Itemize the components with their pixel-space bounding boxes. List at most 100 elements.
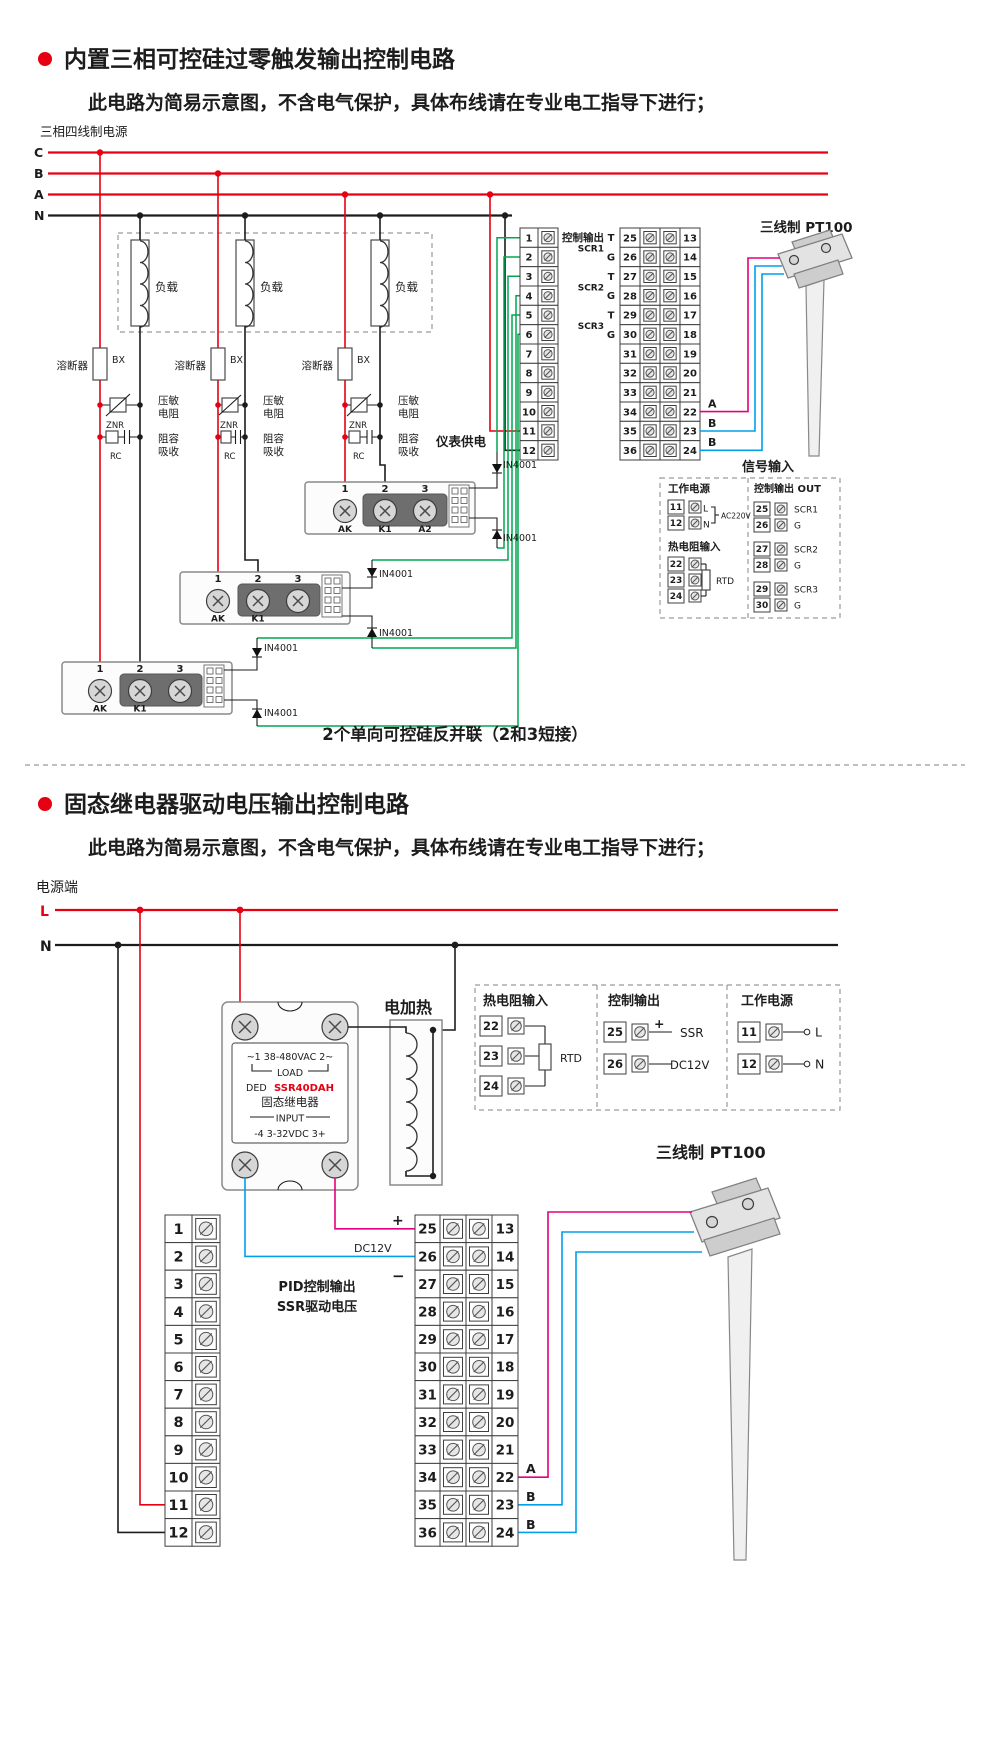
scr-module-1: 1 2 3 AK K1 A2: [304, 481, 476, 535]
meter-supply-label: 仪表供电: [435, 434, 487, 449]
scr-pin-number: 2: [382, 484, 389, 495]
diode-label: IN4001: [264, 643, 298, 654]
terminal-cell: [414, 1297, 441, 1326]
plus-label: +: [392, 1213, 404, 1229]
pt100-probe-top: 三线制 PT100 A B B 信号输入: [700, 219, 853, 475]
legend-terminal-cell: [479, 1015, 503, 1037]
load-dashed-box: [117, 232, 433, 333]
terminal-number: 33: [623, 388, 637, 399]
terminal-cell: [164, 1352, 193, 1382]
rtd-resistor-icon: [538, 1043, 552, 1071]
terminal-number: 8: [526, 369, 533, 380]
scr3-legend-label: SCR3: [794, 586, 818, 596]
g-label: G: [607, 291, 615, 302]
terminal-number: 1: [526, 233, 533, 244]
fuse-label: 溶断器: [175, 359, 207, 372]
legend-terminal-cell: [667, 556, 685, 572]
terminal-number: 22: [496, 1470, 515, 1486]
load-coil-3: [370, 239, 390, 327]
scr-pin-number: 1: [97, 664, 104, 675]
g-label: G: [607, 253, 615, 264]
diode-icon: [492, 464, 502, 473]
rtd-resistor-icon: [701, 569, 711, 591]
ssr-brand: DED: [246, 1083, 267, 1094]
g-legend-label: G: [794, 562, 801, 572]
sensor-wire-label-a: A: [526, 1461, 536, 1476]
terminal-number: 15: [496, 1277, 515, 1293]
legend-terminal-number: 25: [607, 1025, 623, 1039]
terminal-number: 5: [173, 1332, 183, 1348]
legend-terminal-cell: [479, 1045, 503, 1067]
legend-terminal-number: 26: [607, 1057, 623, 1071]
terminal-number: 7: [173, 1388, 183, 1404]
diode-icon: [252, 709, 262, 718]
dc-plus-wire: [334, 1178, 415, 1230]
terminal-number: 31: [418, 1387, 437, 1403]
scr3-label: SCR3: [578, 322, 604, 332]
terminal-number: 8: [173, 1415, 183, 1431]
legend-box-2: 热电阻输入 RTD 控制输出 + SSR DC12V 工作电源 L N 2223…: [474, 984, 841, 1111]
load-group: 负载 负载 负载: [117, 232, 433, 333]
terminal-number: 6: [173, 1360, 183, 1376]
phase-label-n: N: [34, 208, 44, 223]
terminal-number: 7: [526, 349, 533, 360]
legend-terminal-cell: [667, 515, 685, 531]
terminal-number: 25: [623, 233, 637, 244]
control-out-title: 控制输出: [608, 993, 660, 1009]
terminal-number: 28: [623, 291, 637, 302]
rc-label: 吸收: [263, 445, 284, 458]
dc-minus-wire: [244, 1178, 415, 1258]
terminal-number: 14: [683, 253, 697, 264]
section1-header: 内置三相可控硅过零触发输出控制电路 此电路为简易示意图，不含电气保护，具体布线请…: [38, 46, 715, 139]
varistor-label: 电阻: [158, 407, 179, 420]
scr-pin-label: K1: [378, 525, 391, 535]
l-label: L: [703, 505, 708, 515]
terminal-number: 27: [623, 272, 637, 283]
sensor-wire-label-b2: B: [708, 436, 716, 449]
terminal-cell: [164, 1462, 193, 1492]
sensor-wire-b2: [700, 273, 784, 452]
scr2-legend-label: SCR2: [794, 546, 818, 556]
strip-right-top: 2526272829303132333435361314151617181920…: [619, 227, 701, 461]
pt100-probe-bottom: 三线制 PT100 A B B: [518, 1143, 781, 1561]
sensor-wire-b2: [518, 1251, 702, 1534]
rc-label: 吸收: [158, 445, 179, 458]
heater: 电加热: [348, 998, 443, 1186]
sensor-wire-a: [518, 1211, 692, 1478]
section1-subtitle: 此电路为简易示意图，不含电气保护，具体布线请在专业电工指导下进行；: [88, 91, 715, 114]
section1-title: 内置三相可控硅过零触发输出控制电路: [64, 46, 456, 73]
control-output-labels: 控制输出 T SCR1 G T SCR2 G T SCR3 G: [562, 231, 615, 341]
rc-label: 吸收: [398, 445, 419, 458]
terminal-number: 13: [683, 233, 697, 244]
control-wires: [257, 236, 520, 727]
rc-model-label: RC: [224, 452, 235, 462]
scr-pin-number: 2: [137, 664, 144, 675]
ssr-load-label: LOAD: [277, 1068, 303, 1079]
legend-terminal-number: 22: [483, 1019, 499, 1033]
rtd-input-title: 热电阻输入: [668, 540, 721, 553]
terminal-cell: [491, 1352, 519, 1382]
terminal-number: 3: [526, 272, 533, 283]
fuse-model-label: BX: [357, 355, 371, 366]
terminal-number: 1: [173, 1222, 183, 1238]
load-label: 负载: [260, 280, 283, 294]
varistor-label: 电阻: [398, 407, 419, 420]
legend-terminal-number: 30: [756, 601, 769, 611]
ssr-output-wires: + DC12V − PID控制输出 SSR驱动电压: [244, 1178, 415, 1315]
meter-supply-neutral-wire: [504, 215, 520, 452]
instrument-terminal-strips: 1234567891011122526272829303132333435361…: [519, 227, 701, 461]
terminal-number: 11: [522, 427, 536, 438]
pid-output-label: PID控制输出: [278, 1279, 355, 1295]
terminal-number: 16: [683, 291, 697, 302]
diode-label: IN4001: [379, 569, 413, 580]
n-label: N: [815, 1057, 824, 1072]
load-label: 负载: [155, 280, 178, 294]
fuse-icon: [92, 347, 108, 381]
rc-model-label: RC: [353, 452, 364, 462]
neutral-to-terminal12: [117, 945, 165, 1534]
heater-label: 电加热: [384, 998, 432, 1017]
terminal-number: 20: [496, 1415, 515, 1431]
scr-pin-label: A2: [418, 525, 431, 535]
load-coil-1: [130, 239, 150, 327]
diode-label: IN4001: [264, 708, 298, 719]
